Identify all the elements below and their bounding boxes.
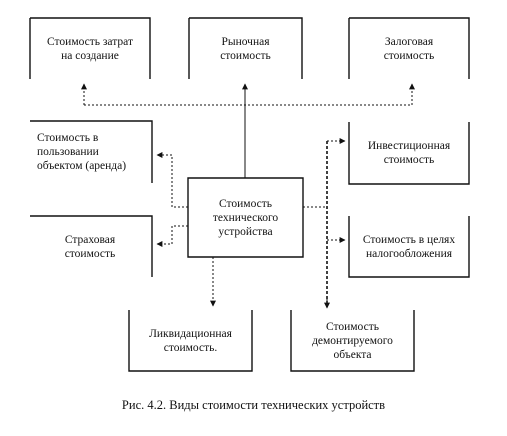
box-outline-dismantled-value <box>290 310 415 372</box>
node-center-label: Стоимость технического устройства <box>212 197 279 238</box>
node-cost-of-creation: Стоимость затрат на создание <box>32 20 148 77</box>
box-outline-center <box>187 177 304 258</box>
box-outline-insurance-value <box>30 215 153 277</box>
box-outline-tax-value <box>348 216 470 278</box>
node-dismantled-value-label: Стоимость демонтируемого объекта <box>312 320 393 361</box>
node-insurance-value: Страховая стоимость <box>30 218 150 275</box>
box-outline-cost-of-creation <box>29 17 151 79</box>
node-market-value-label: Рыночная стоимость <box>220 35 271 62</box>
node-center: Стоимость технического устройства <box>190 180 301 255</box>
node-cost-of-creation-label: Стоимость затрат на создание <box>47 35 133 62</box>
box-outline-market-value <box>188 17 303 79</box>
box-outline-liquidation-value <box>128 310 253 372</box>
node-market-value: Рыночная стоимость <box>191 20 300 77</box>
node-investment-value: Инвестиционная стоимость <box>351 124 467 182</box>
node-tax-value-label: Стоимость в целях налогообложения <box>362 233 456 260</box>
node-insurance-value-label: Страховая стоимость <box>64 233 116 260</box>
box-outline-investment-value <box>348 122 470 185</box>
node-liquidation-value-label: Ликвидационная стоимость. <box>149 327 232 354</box>
edge-center-to-insurance <box>156 225 188 247</box>
node-investment-value-label: Инвестиционная стоимость <box>367 140 451 166</box>
node-collateral-value-label: Залоговая стоимость <box>383 35 435 62</box>
figure-caption: Рис. 4.2. Виды стоимости технических уст… <box>121 398 386 412</box>
node-liquidation-value: Ликвидационная стоимость. <box>131 312 250 369</box>
node-collateral-value: Залоговая стоимость <box>351 20 467 77</box>
box-outline-collateral-value <box>348 17 470 79</box>
node-tax-value: Стоимость в целях налогообложения <box>351 218 467 275</box>
box-outline-value-in-use <box>30 120 153 183</box>
edge-center-to-value-in-use <box>156 152 188 208</box>
node-value-in-use: Стоимость в пользовании объектом (аренда… <box>30 122 150 182</box>
node-dismantled-value: Стоимость демонтируемого объекта <box>293 312 412 369</box>
node-value-in-use-label: Стоимость в пользовании объектом (аренда… <box>37 132 127 172</box>
